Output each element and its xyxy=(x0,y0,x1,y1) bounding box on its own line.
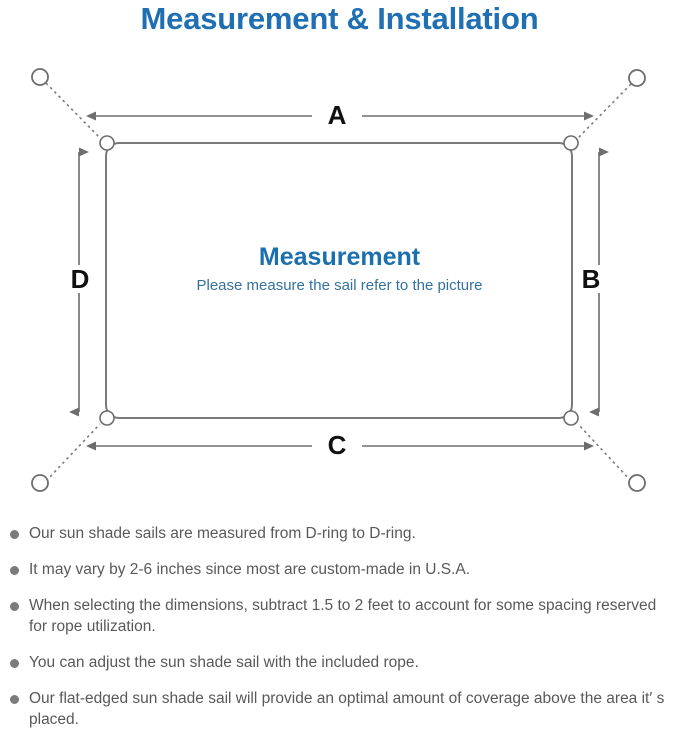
rope-lines xyxy=(45,82,632,482)
rope-bottom-left xyxy=(45,423,101,482)
list-item: You can adjust the sun shade sail with t… xyxy=(0,652,679,673)
bullet-dot-icon xyxy=(10,566,19,575)
list-item-text: You can adjust the sun shade sail with t… xyxy=(29,654,419,671)
anchor-ring-top-right xyxy=(628,69,646,87)
dimension-label-c: C xyxy=(312,431,362,459)
sail-outline xyxy=(105,142,573,419)
rope-top-left xyxy=(45,82,101,139)
list-item: It may vary by 2-6 inches since most are… xyxy=(0,559,679,580)
dimension-label-b: B xyxy=(573,265,609,293)
list-item-text: When selecting the dimensions, subtract … xyxy=(29,597,657,635)
d-ring-top-right xyxy=(563,135,579,151)
anchor-ring-bottom-right xyxy=(628,474,646,492)
anchor-ring-bottom-left xyxy=(31,474,49,492)
bullet-dot-icon xyxy=(10,602,19,611)
list-item: When selecting the dimensions, subtract … xyxy=(0,595,679,637)
rope-bottom-right xyxy=(577,423,632,482)
sail-d-rings xyxy=(99,135,579,426)
notes-list: Our sun shade sails are measured from D-… xyxy=(0,523,679,745)
d-ring-bottom-left xyxy=(99,410,115,426)
page-title: Measurement & Installation xyxy=(140,1,539,36)
list-item: Our flat-edged sun shade sail will provi… xyxy=(0,688,679,730)
list-item: Our sun shade sails are measured from D-… xyxy=(0,523,679,544)
d-ring-top-left xyxy=(99,135,115,151)
rope-top-right xyxy=(577,83,632,139)
bullet-dot-icon xyxy=(10,695,19,704)
d-ring-bottom-right xyxy=(563,410,579,426)
list-item-text: Our sun shade sails are measured from D-… xyxy=(29,525,416,542)
list-item-text: Our flat-edged sun shade sail will provi… xyxy=(29,690,665,728)
anchor-rings xyxy=(31,68,646,492)
bullet-dot-icon xyxy=(10,659,19,668)
list-item-text: It may vary by 2-6 inches since most are… xyxy=(29,561,471,578)
anchor-ring-top-left xyxy=(31,68,49,86)
bullet-dot-icon xyxy=(10,530,19,539)
dimension-label-a: A xyxy=(312,101,362,129)
dimension-label-d: D xyxy=(62,265,98,293)
